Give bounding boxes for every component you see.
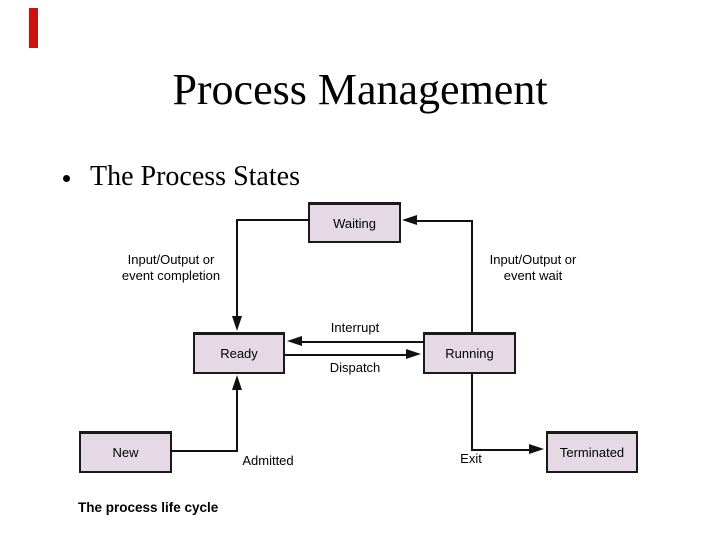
edge-running-to-terminated-horizontal bbox=[471, 449, 531, 451]
state-label-new: New bbox=[112, 445, 139, 460]
label-dispatch: Dispatch bbox=[329, 360, 381, 375]
state-box-ready: Ready bbox=[193, 332, 285, 374]
state-box-running: Running bbox=[423, 332, 516, 374]
edge-dispatch-line bbox=[285, 354, 409, 356]
label-io-event-wait-line2: event wait bbox=[503, 268, 563, 283]
arrowhead-down-into-ready-icon bbox=[232, 316, 242, 331]
state-label-terminated: Terminated bbox=[559, 445, 625, 460]
edge-running-to-waiting-horizontal bbox=[414, 220, 473, 222]
arrowhead-left-into-waiting-icon bbox=[402, 215, 417, 225]
label-io-event-wait: Input/Output or event wait bbox=[490, 252, 577, 284]
arrowhead-right-into-running-icon bbox=[406, 349, 421, 359]
edge-running-to-waiting-vertical bbox=[471, 220, 473, 333]
state-label-ready: Ready bbox=[220, 346, 258, 361]
state-box-terminated: Terminated bbox=[546, 431, 638, 473]
red-accent-bar bbox=[29, 8, 38, 48]
state-label-waiting: Waiting bbox=[333, 215, 376, 231]
state-box-waiting: Waiting bbox=[308, 202, 401, 243]
arrowhead-left-into-ready-icon bbox=[287, 336, 302, 346]
state-label-running: Running bbox=[445, 346, 494, 361]
edge-interrupt-line bbox=[299, 341, 424, 343]
slide-title: Process Management bbox=[172, 65, 548, 114]
edge-new-to-ready-horizontal bbox=[171, 450, 238, 452]
edge-waiting-to-ready-vertical bbox=[236, 219, 238, 318]
label-interrupt: Interrupt bbox=[330, 320, 380, 335]
bullet-text: The Process States bbox=[90, 161, 300, 192]
edge-new-to-ready-vertical bbox=[236, 389, 238, 452]
label-io-event-wait-line1: Input/Output or bbox=[489, 252, 577, 267]
figure-caption: The process life cycle bbox=[78, 500, 219, 515]
edge-waiting-to-ready-horizontal bbox=[236, 219, 309, 221]
bullet-icon bbox=[63, 175, 70, 182]
label-exit: Exit bbox=[460, 451, 482, 466]
label-io-event-completion-line1: Input/Output or bbox=[127, 252, 215, 267]
state-box-new: New bbox=[79, 431, 172, 473]
arrowhead-up-into-ready-icon bbox=[232, 375, 242, 390]
label-io-event-completion: Input/Output or event completion bbox=[122, 252, 220, 284]
label-io-event-completion-line2: event completion bbox=[121, 268, 221, 283]
edge-running-to-terminated-vertical bbox=[471, 373, 473, 451]
arrowhead-right-into-terminated-icon bbox=[529, 444, 544, 454]
label-admitted: Admitted bbox=[242, 453, 294, 468]
